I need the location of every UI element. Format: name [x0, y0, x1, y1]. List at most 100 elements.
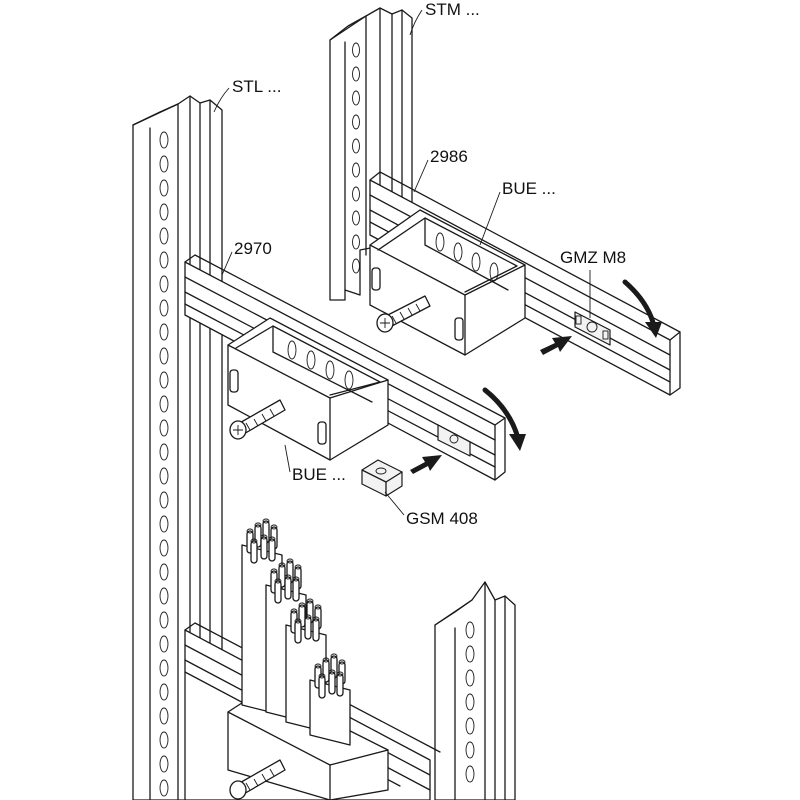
rail-slot [159, 539, 169, 557]
cable-wire-end [298, 602, 306, 608]
cable-wire-end [270, 568, 278, 574]
cable-wire [250, 540, 258, 564]
cable-wire-end [330, 653, 338, 659]
rail-slot [159, 683, 169, 701]
rail-slot [159, 491, 169, 509]
arrow-push-upper [540, 336, 572, 355]
arrow-rotate-upper [622, 279, 662, 338]
bolt-middle [229, 399, 286, 440]
rail-slot [159, 323, 169, 341]
rail-lower-right-slots [465, 621, 475, 783]
rail-lower-right [434, 581, 516, 800]
cable-wire [274, 580, 282, 604]
cable-wire-end [328, 669, 336, 675]
cable-wire-end [294, 618, 302, 624]
cable-wire [260, 536, 268, 560]
rail-slot [159, 419, 169, 437]
rail-stl-slots [159, 131, 169, 797]
rail-slot [159, 779, 169, 797]
rail-slot [159, 179, 169, 197]
cable-wire-end [312, 616, 320, 622]
cable-wire-end [322, 657, 330, 663]
rail-slot [352, 234, 360, 250]
cable-wire-end [270, 524, 278, 530]
cable-wire-end [294, 564, 302, 570]
cable-wire-end [278, 562, 286, 568]
cable-wire [294, 620, 302, 644]
rail-slot [159, 731, 169, 749]
cable-wire [328, 671, 336, 695]
label-bue-mid: BUE ... [292, 465, 346, 484]
gmz-nut [574, 311, 611, 346]
rail-slot [159, 395, 169, 413]
bracket-bue-top [369, 209, 526, 356]
cable-wire-end [338, 659, 346, 665]
rail-stm-slots [352, 42, 360, 274]
rail-slot [465, 717, 475, 735]
rail-slot [159, 251, 169, 269]
rail-slot [465, 765, 475, 783]
rail-slot [352, 138, 360, 154]
cable-wire [268, 538, 276, 562]
arrow-rotate-middle [482, 387, 526, 451]
label-stm: STM ... [425, 0, 480, 19]
rail-slot [159, 347, 169, 365]
bracket-bue-mid [227, 317, 389, 461]
label-stl: STL ... [232, 77, 282, 96]
cable-wire-end [304, 614, 312, 620]
cable-wire-end [250, 538, 258, 544]
cable-wire-end [262, 518, 270, 524]
rail-slot [352, 42, 360, 58]
rail-slot [465, 741, 475, 759]
gsm-nut-loose [361, 459, 403, 497]
cable-wire-end [292, 576, 300, 582]
cable-wire [336, 673, 344, 697]
rail-slot [159, 203, 169, 221]
rail-slot [159, 155, 169, 173]
label-gsm: GSM 408 [406, 509, 478, 528]
label-bue-top: BUE ... [502, 179, 556, 198]
cable-wire-end [318, 673, 326, 679]
cable-bundle [241, 518, 351, 746]
cable-wire [304, 616, 312, 640]
cable-wire-end [254, 522, 262, 528]
rail-slot [159, 659, 169, 677]
rail-slot [352, 162, 360, 178]
rail-slot [159, 467, 169, 485]
rail-slot [159, 443, 169, 461]
rail-slot [465, 669, 475, 687]
rail-slot [159, 755, 169, 773]
cable-wire [284, 576, 292, 600]
cable-wire-end [290, 608, 298, 614]
rail-slot [465, 621, 475, 639]
rail-slot [159, 227, 169, 245]
cable-wire-end [284, 574, 292, 580]
cable-wire-end [246, 528, 254, 534]
rail-slot [159, 131, 169, 149]
rail-slot [352, 210, 360, 226]
rail-slot [159, 587, 169, 605]
label-2986: 2986 [430, 147, 468, 166]
cable-wire-end [260, 534, 268, 540]
cable-wire-end [286, 558, 294, 564]
rail-slot [159, 515, 169, 533]
cable-wire [312, 618, 320, 642]
cable-wire-end [306, 598, 314, 604]
rail-slot [159, 563, 169, 581]
rail-slot [352, 90, 360, 106]
cable-wire-end [314, 663, 322, 669]
rail-slot [352, 186, 360, 202]
arrow-push-middle [410, 455, 442, 474]
gsm-slot-nut-installed [437, 424, 471, 457]
rail-slot [159, 611, 169, 629]
bolt-lower [229, 759, 286, 800]
cable-wire [318, 675, 326, 699]
cable-wire-end [314, 604, 322, 610]
rail-slot [352, 66, 360, 82]
rail-slot [159, 707, 169, 725]
label-gmz: GMZ M8 [560, 248, 627, 267]
rail-slot [159, 635, 169, 653]
rail-slot [159, 371, 169, 389]
